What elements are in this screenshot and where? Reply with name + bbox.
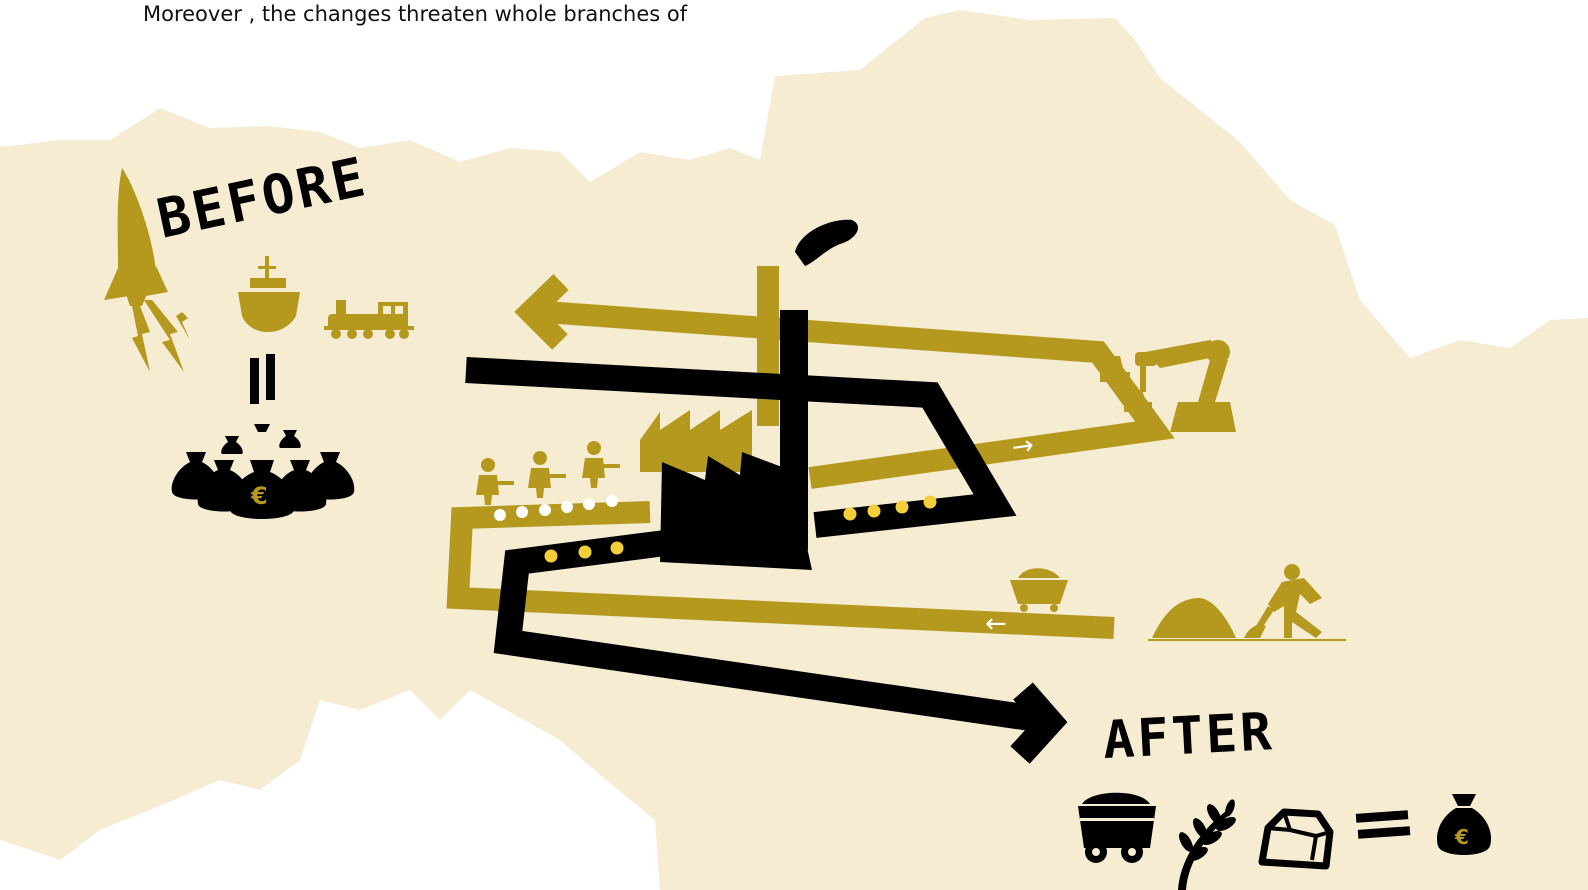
after-label: AFTER bbox=[1102, 702, 1276, 771]
stone-icon bbox=[1262, 812, 1330, 866]
arrow-left-glyph: ← bbox=[985, 609, 1007, 639]
euro-symbol: € bbox=[250, 482, 268, 510]
arrow-right-glyph: → bbox=[1010, 430, 1036, 463]
euro-symbol: € bbox=[1454, 825, 1469, 849]
